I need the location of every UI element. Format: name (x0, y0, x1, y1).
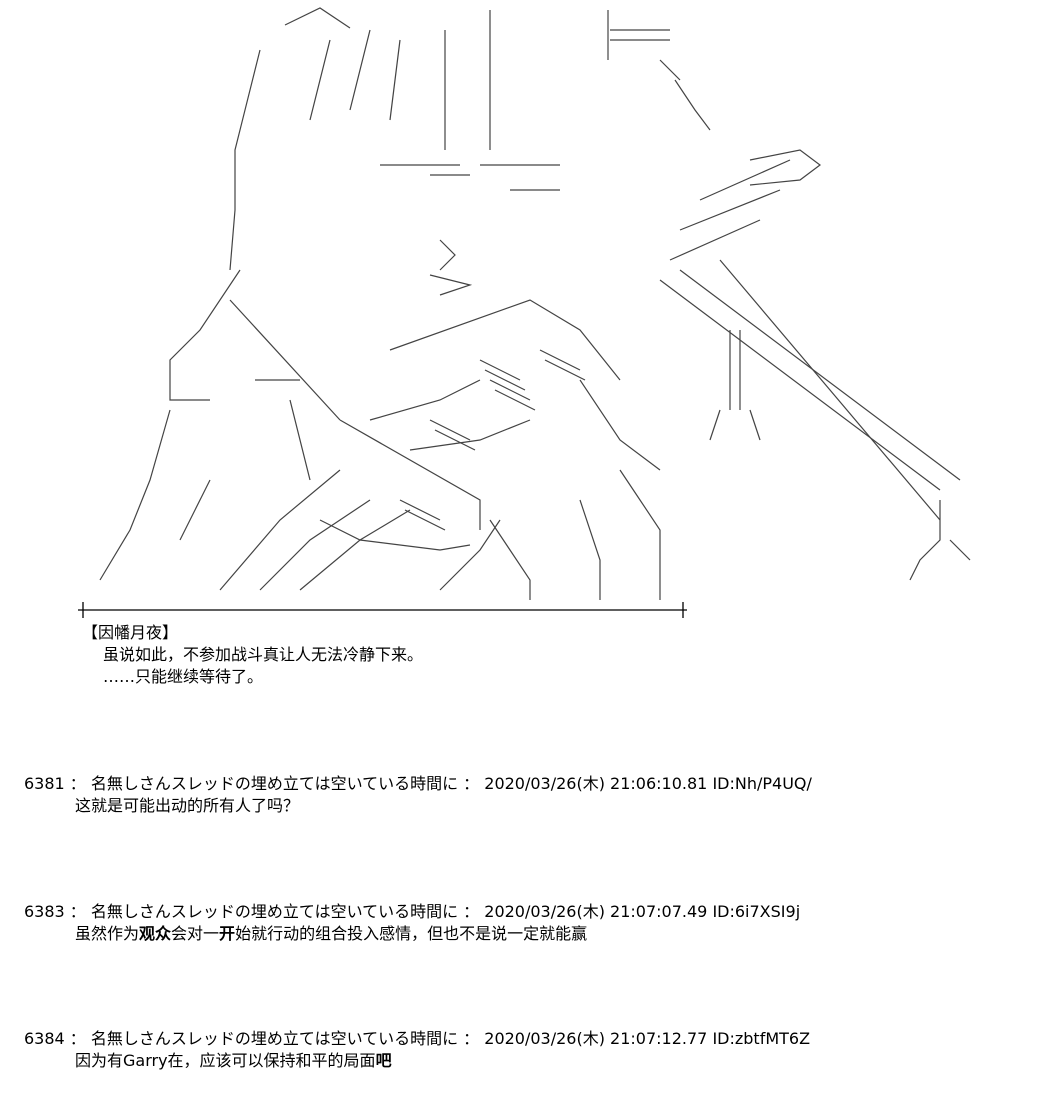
caption-line: ……只能继续等待了。 (103, 667, 264, 686)
post-body-bold-text: 观众 (139, 924, 172, 943)
character-caption: 【因幡月夜】 虽说如此，不参加战斗真让人无法冷静下来。 ……只能继续等待了。 (82, 622, 423, 688)
forum-post-6383: 6383 ： 名無しさんスレッドの埋め立ては空いている時間に ： 2020/03… (24, 901, 800, 945)
post-body: 虽然作为观众会对一开始就行动的组合投入感情，但也不是说一定就能赢 (24, 923, 800, 945)
speaker-name: 【因幡月夜】 (82, 623, 179, 642)
post-body: 因为有Garry在，应该可以保持和平的局面吧 (24, 1050, 810, 1072)
post-body-text: 虽然作为 (75, 924, 140, 943)
post-header: 6381 ： 名無しさんスレッドの埋め立ては空いている時間に ： 2020/03… (24, 774, 812, 793)
post-body-text: 会对一 (171, 924, 220, 943)
ascii-art-illustration (60, 0, 980, 600)
post-body-text: 始就行动的组合投入感情，但也不是说一定就能赢 (235, 924, 588, 943)
post-header: 6383 ： 名無しさんスレッドの埋め立ては空いている時間に ： 2020/03… (24, 902, 801, 921)
post-header: 6384 ： 名無しさんスレッドの埋め立ては空いている時間に ： 2020/03… (24, 1029, 811, 1048)
post-body: 这就是可能出动的所有人了吗？ (75, 796, 300, 815)
post-body-text: 因为有Garry在，应该可以保持和平的局面 (75, 1051, 376, 1070)
ascii-art-drawing (99, 7, 971, 600)
forum-post-6384: 6384 ： 名無しさんスレッドの埋め立ては空いている時間に ： 2020/03… (24, 1028, 810, 1072)
forum-post-6381: 6381 ： 名無しさんスレッドの埋め立ては空いている時間に ： 2020/03… (24, 773, 812, 817)
caption-divider (78, 602, 687, 618)
post-body-bold-text: 吧 (375, 1051, 392, 1070)
post-body-bold-text: 开 (219, 924, 236, 943)
caption-line: 虽说如此，不参加战斗真让人无法冷静下来。 (103, 645, 424, 664)
